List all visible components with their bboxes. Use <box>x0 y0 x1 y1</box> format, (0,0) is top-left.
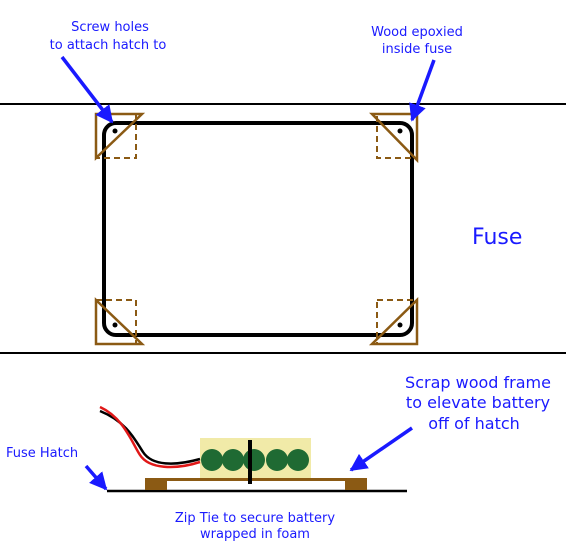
battery-wire-red <box>99 405 201 469</box>
scrap-wood-frame <box>145 478 367 490</box>
scrap-wood-label-line3: off of hatch <box>428 414 520 433</box>
screw-hole-top-right <box>397 128 403 134</box>
zip-tie-label-line1: Zip Tie to secure battery <box>175 511 335 526</box>
fuse-label: Fuse <box>472 225 522 250</box>
screw-hole-top-left <box>112 128 118 134</box>
screw-hole-bottom-left <box>112 322 118 328</box>
screw-holes-label-line2: to attach hatch to <box>50 38 167 53</box>
battery-cell <box>287 449 309 471</box>
battery-cell <box>243 449 265 471</box>
wood-epoxied-arrow <box>409 59 436 122</box>
wood-triangle-bottom-right <box>368 297 419 346</box>
scrap-wood-block-left <box>145 480 167 490</box>
battery-cell <box>222 449 244 471</box>
screw-holes <box>112 128 403 328</box>
wood-triangle-top-right <box>369 112 419 164</box>
screw-holes-arrow <box>60 55 114 124</box>
zip-tie-label-line2: wrapped in foam <box>200 527 310 542</box>
scrap-wood-label-line1: Scrap wood frame <box>405 373 551 392</box>
hatch-opening <box>102 121 414 337</box>
wood-epoxied-label-line2: inside fuse <box>382 42 452 57</box>
fuse-hatch-label: Fuse Hatch <box>6 446 78 461</box>
wood-triangles <box>94 112 419 346</box>
battery-cells <box>201 449 309 471</box>
fuse-hatch-arrow <box>84 464 108 491</box>
wood-triangle-bottom-left <box>94 297 146 346</box>
battery-cell <box>201 449 223 471</box>
scrap-wood-label-line2: to elevate battery <box>406 393 550 412</box>
scrap-wood-block-right <box>345 480 367 490</box>
wood-blocks <box>95 113 418 345</box>
screw-holes-label-line1: Screw holes <box>71 20 149 35</box>
screw-hole-bottom-right <box>397 322 403 328</box>
wood-triangle-top-left <box>94 112 146 161</box>
scrap-wood-arrow <box>349 426 413 472</box>
scrap-wood-rail <box>145 478 367 481</box>
battery-cell <box>266 449 288 471</box>
wood-epoxied-label-line1: Wood epoxied <box>371 25 463 40</box>
